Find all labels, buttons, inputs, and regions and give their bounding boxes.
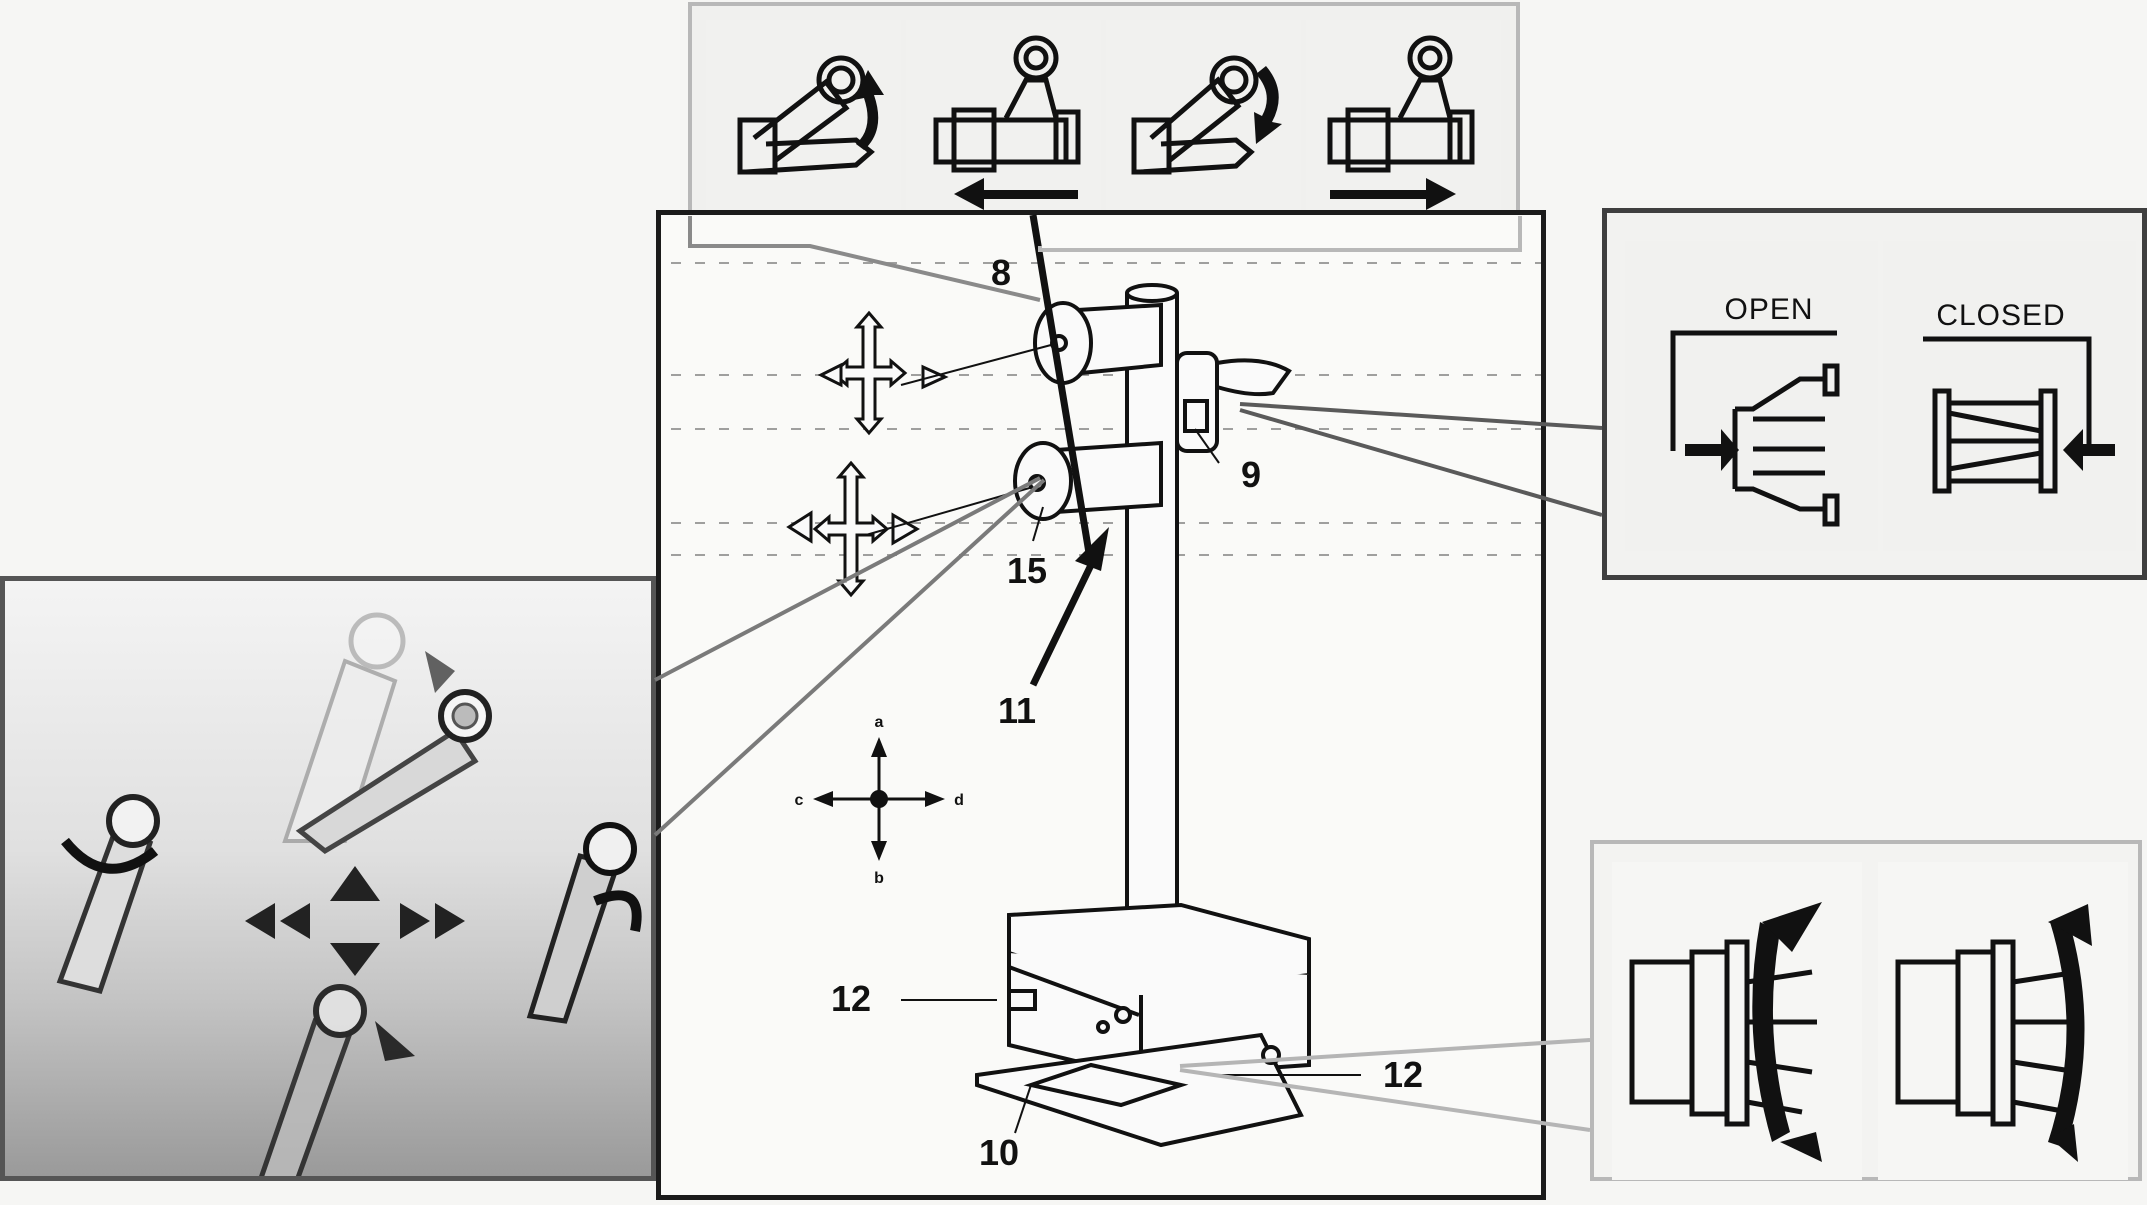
callout-label-10: 10 (979, 1132, 1019, 1173)
closed-valve-cell: CLOSED (1883, 241, 2136, 551)
lamp-movement-panel (0, 576, 656, 1181)
tilt-down-icon (1106, 20, 1301, 210)
upper-movement-arrows-icon (817, 310, 1052, 436)
direction-label-b: b (874, 870, 884, 887)
closed-label: CLOSED (1936, 299, 2065, 332)
direction-key-icon: a b c d (795, 714, 964, 887)
direction-arrows-icon (245, 866, 465, 976)
rotate-counterclockwise-icon (1612, 862, 1862, 1180)
slide-right-icon (1306, 20, 1501, 210)
open-label: OPEN (1724, 293, 1813, 326)
valve-knob (1175, 351, 1292, 453)
column (1125, 283, 1179, 957)
slide-left-icon (906, 20, 1101, 210)
callout-label-12-left: 12 (831, 978, 871, 1019)
open-valve-cell: OPEN (1625, 241, 1878, 551)
lamp-up-position (282, 612, 455, 843)
direction-label-a: a (875, 714, 884, 731)
callout-label-8: 8 (991, 252, 1011, 293)
lower-lamp-head (1013, 440, 1163, 521)
direction-label-c: c (795, 792, 804, 809)
tilt-up-icon (706, 20, 901, 210)
top-icon-panel (688, 2, 1520, 216)
lamp-right-rotate-position (526, 822, 642, 1024)
direction-label-d: d (954, 792, 964, 809)
lamp-left-rotate-position (56, 794, 160, 994)
rotate-clockwise-icon (1878, 862, 2128, 1180)
lower-movement-arrows-icon (786, 460, 1034, 598)
callout-label-12-right: 12 (1383, 1054, 1423, 1095)
lamp-down-position (259, 984, 415, 1176)
callout-label-11: 11 (998, 690, 1036, 731)
valve-state-panel: OPEN CLOSED (1602, 208, 2147, 580)
callout-label-9: 9 (1241, 454, 1261, 495)
base-housing (975, 902, 1311, 1148)
lamp-tilt-position (295, 689, 492, 855)
rotation-panel (1590, 840, 2142, 1181)
main-diagram-frame: a b c d 8 9 15 11 12 12 10 (656, 210, 1546, 1200)
callout-label-15: 15 (1007, 550, 1047, 591)
